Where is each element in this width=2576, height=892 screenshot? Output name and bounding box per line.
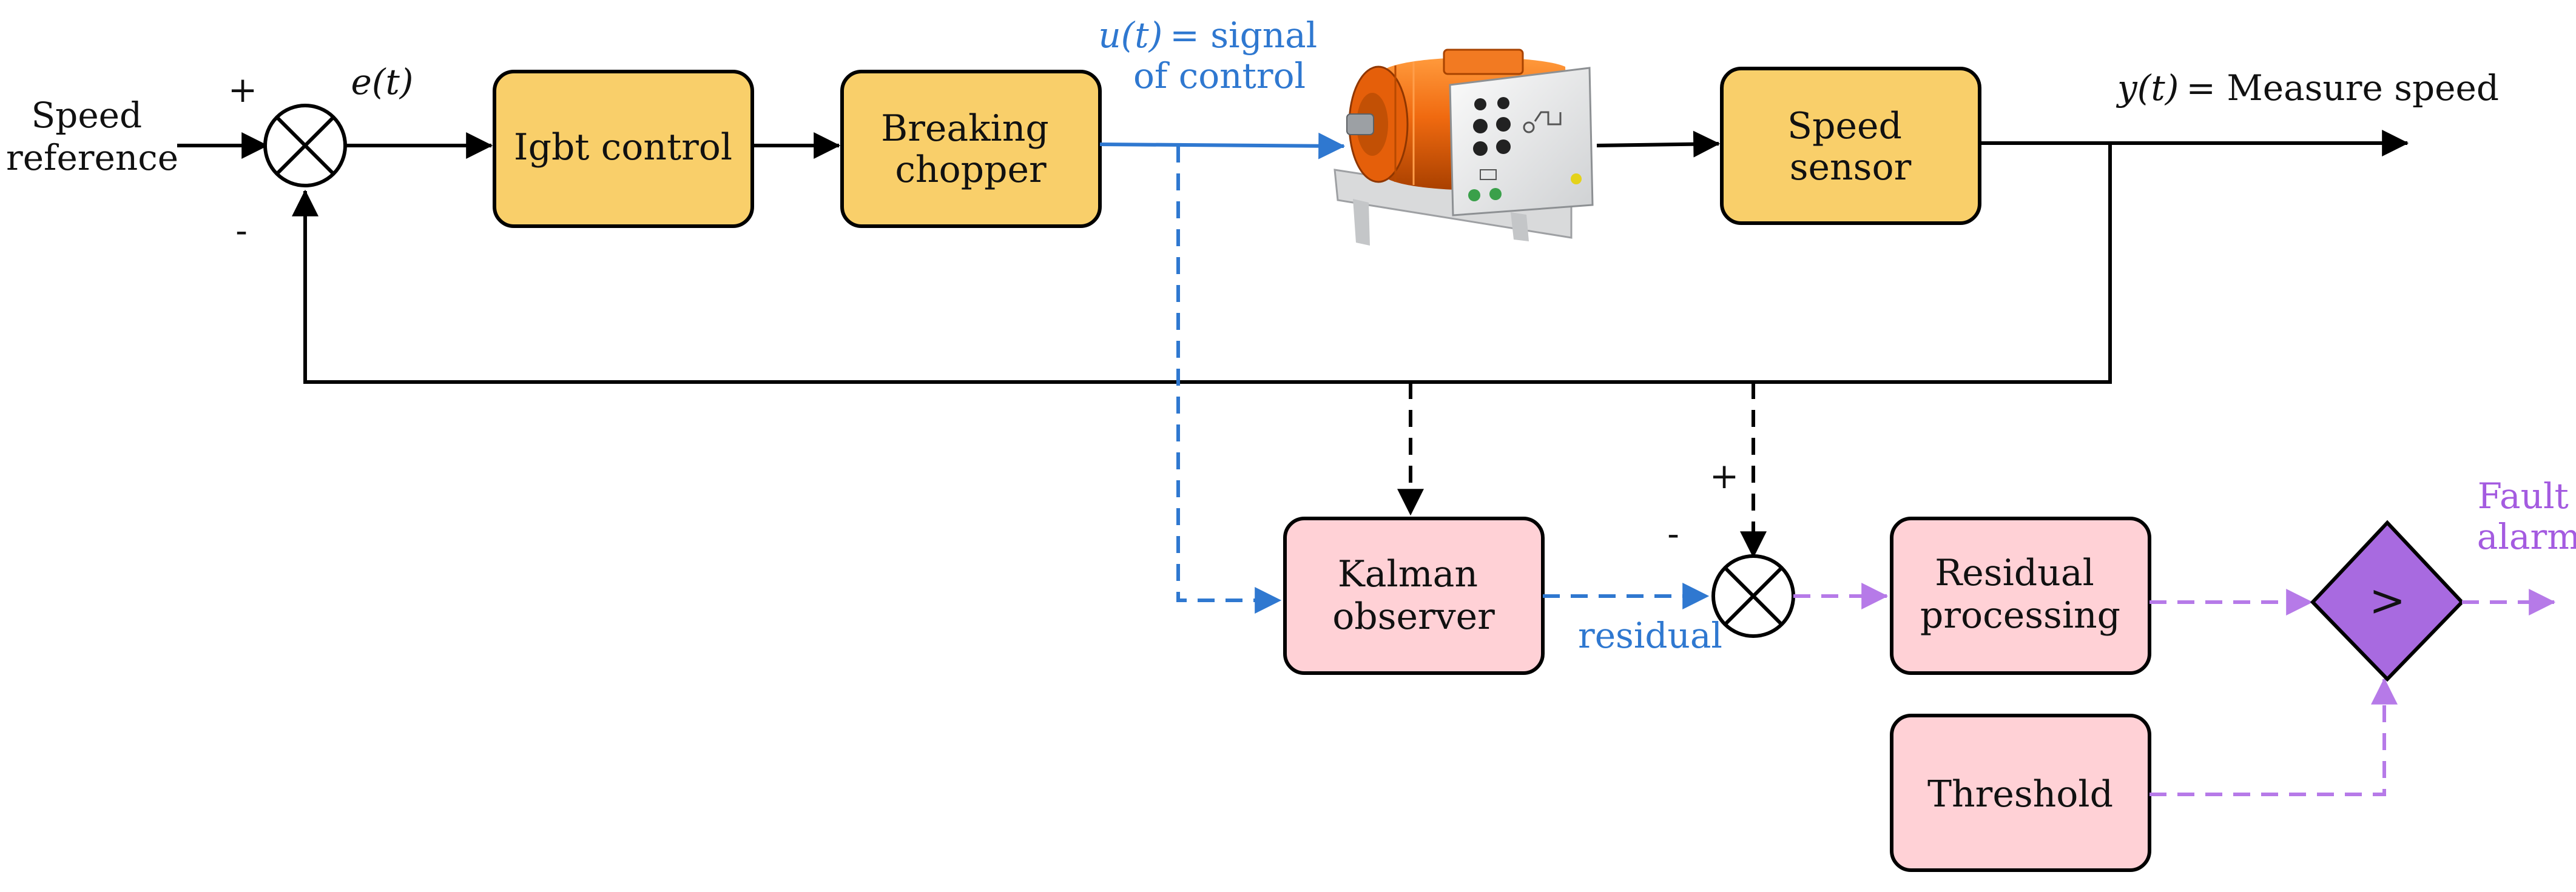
error-label: e(t) bbox=[351, 61, 414, 102]
plus-sign-top: + bbox=[228, 69, 258, 110]
summing-junction-main bbox=[263, 104, 347, 187]
comparator-symbol: > bbox=[2369, 575, 2406, 626]
residual-processing-label-1: Residual bbox=[1935, 552, 2094, 594]
speed-sensor-label-1: Speed bbox=[1787, 105, 1902, 147]
fault-alarm-label: Fault alarm bbox=[2477, 475, 2576, 557]
svg-text:Speed sensor: Speed sensor bbox=[1787, 105, 1913, 189]
svg-text:Residual processing: Residual processing bbox=[1920, 552, 2120, 637]
control-signal-label: u(t)= signal of control bbox=[1098, 15, 1328, 96]
output-label: y(t)= Measure speed bbox=[2116, 67, 2499, 109]
lower-plus-sign: + bbox=[1710, 455, 1739, 497]
igbt-control-label: Igbt control bbox=[514, 126, 732, 169]
threshold-to-comparator-line bbox=[2149, 677, 2398, 796]
residual-processing-block: Residual processing bbox=[1890, 517, 2151, 675]
igbt-control-block: Igbt control bbox=[493, 70, 754, 228]
minus-sign-top: - bbox=[235, 210, 248, 251]
svg-text:Kalman observer: Kalman observer bbox=[1332, 553, 1495, 638]
kalman-observer-label-1: Kalman bbox=[1338, 553, 1478, 595]
motor-to-sensor-arrow bbox=[1596, 130, 1721, 158]
speed-reference-label: Speed reference bbox=[6, 95, 178, 178]
feedback-line bbox=[292, 143, 2112, 384]
svg-text:Breaking chopper: Breaking chopper bbox=[881, 107, 1060, 191]
speed-sensor-block: Speed sensor bbox=[1720, 67, 1981, 225]
control-signal-arrow bbox=[1099, 132, 1346, 159]
control-to-observer-line bbox=[1176, 146, 1282, 614]
comparator-block: > bbox=[2310, 520, 2465, 682]
kalman-observer-block: Kalman observer bbox=[1283, 517, 1545, 675]
breaking-chopper-label-2: chopper bbox=[895, 149, 1047, 191]
threshold-label: Threshold bbox=[1927, 773, 2113, 816]
kalman-observer-label-2: observer bbox=[1332, 595, 1495, 638]
speed-sensor-label-2: sensor bbox=[1790, 146, 1912, 189]
breaking-chopper-block: Breaking chopper bbox=[840, 70, 1102, 228]
summing-junction-residual bbox=[1711, 554, 1795, 638]
breaking-chopper-label-1: Breaking bbox=[881, 107, 1049, 150]
threshold-block: Threshold bbox=[1890, 714, 2151, 872]
motor-photo bbox=[1334, 49, 1594, 246]
lower-minus-sign: - bbox=[1667, 513, 1679, 554]
residual-processing-label-2: processing bbox=[1920, 594, 2120, 637]
residual-label: residual bbox=[1578, 615, 1722, 656]
